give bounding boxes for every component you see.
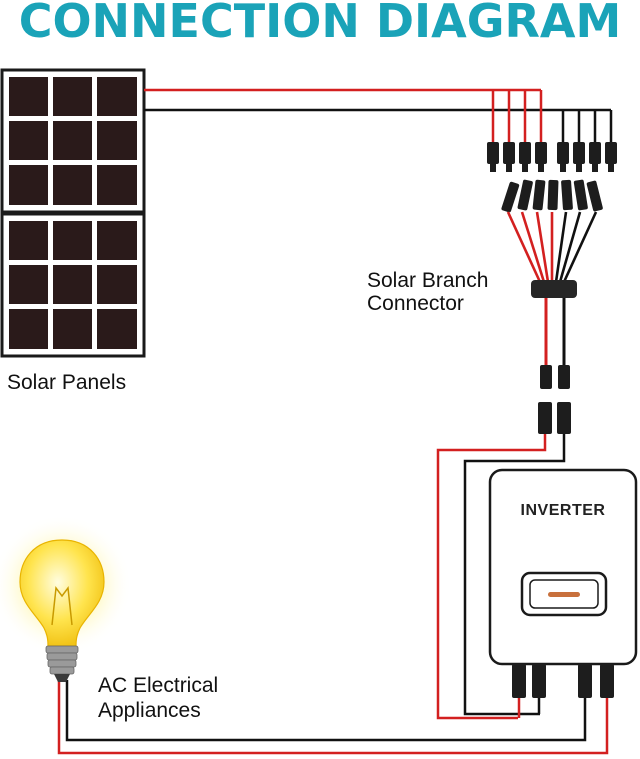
- branch-connector-label-line2: Connector: [367, 292, 464, 315]
- panel-output-wires: [144, 88, 613, 142]
- ac-positive-wire: [57, 680, 609, 755]
- solar-panel-icon: [0, 68, 146, 358]
- page-title: CONNECTION DIAGRAM: [18, 0, 622, 48]
- branch-connector-icon: [506, 211, 598, 365]
- inverter-dc-wires: [436, 434, 566, 720]
- solar-panel-top: [0, 68, 146, 214]
- mc4-connector-row-branch: [501, 179, 603, 213]
- inverter-icon: [488, 468, 638, 698]
- mc4-connector-branch-output: [538, 365, 571, 434]
- negative-wire-inverter: [463, 434, 566, 716]
- light-bulb-icon: [0, 515, 132, 682]
- ac-wires: [57, 680, 609, 755]
- solar-panel-bottom: [0, 212, 146, 358]
- positive-wire-inverter: [436, 434, 547, 720]
- inverter-label: INVERTER: [520, 502, 606, 519]
- solar-panels-label: Solar Panels: [7, 371, 127, 394]
- ac-negative-wire: [65, 680, 587, 742]
- ac-appliances-label-line2: Appliances: [98, 699, 201, 722]
- branch-connector-label-line1: Solar Branch: [367, 269, 489, 292]
- ac-appliances-label-line1: AC Electrical: [98, 674, 219, 697]
- mc4-connector-row-top: [487, 142, 617, 172]
